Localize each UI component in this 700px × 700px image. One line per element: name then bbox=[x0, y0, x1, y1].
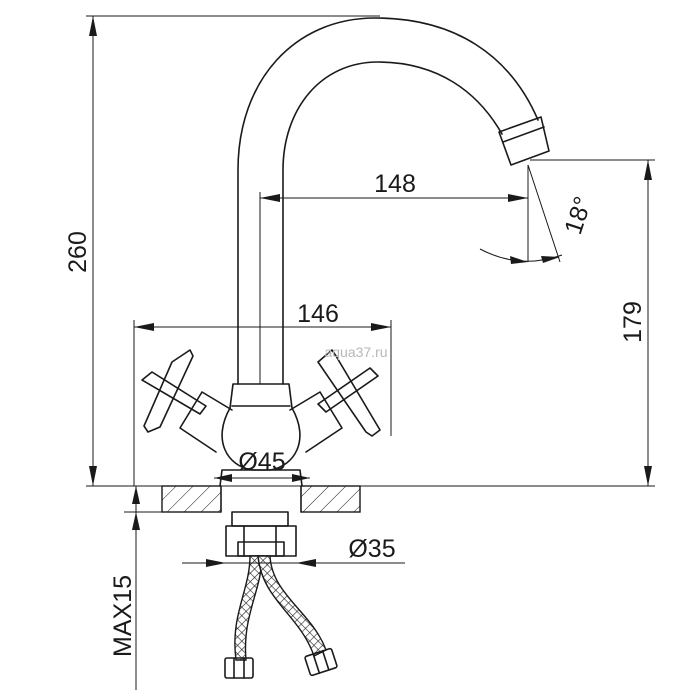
spout-angle-label: 18° bbox=[559, 193, 597, 238]
base-diameter-label: Ø45 bbox=[238, 448, 285, 476]
handle-span-label: 146 bbox=[297, 300, 339, 328]
mounting-shank bbox=[225, 511, 297, 557]
right-valve-housing bbox=[289, 391, 343, 453]
left-valve-housing bbox=[179, 391, 233, 453]
left-hose-fitting bbox=[224, 657, 254, 679]
spout-inner-edge bbox=[282, 61, 503, 385]
total-height-label: 260 bbox=[64, 231, 92, 273]
left-cross-handle bbox=[141, 349, 207, 433]
spout-height-label: 179 bbox=[619, 301, 647, 343]
watermark-text: aqua37.ru bbox=[324, 344, 387, 360]
right-cross-handle bbox=[317, 349, 381, 437]
spout-outer-edge bbox=[237, 17, 539, 385]
aerator-ring bbox=[502, 126, 545, 143]
dimension-labels: 260 179 148 18° 146 Ø45 Ø35 MAX15 bbox=[64, 170, 647, 657]
mount-hole-label: Ø35 bbox=[348, 535, 395, 563]
spout-aerator bbox=[498, 116, 550, 166]
dimension-lines bbox=[86, 15, 655, 690]
spout-angle-line bbox=[527, 164, 561, 263]
right-hose-fitting bbox=[304, 647, 338, 677]
counter-thickness-label: MAX15 bbox=[109, 575, 137, 657]
left-supply-hose bbox=[234, 555, 263, 661]
supply-hoses bbox=[224, 555, 338, 679]
faucet-outline bbox=[141, 17, 550, 487]
right-supply-hose bbox=[257, 555, 327, 657]
countertop-section bbox=[161, 484, 361, 514]
spout-reach-label: 148 bbox=[374, 170, 416, 198]
